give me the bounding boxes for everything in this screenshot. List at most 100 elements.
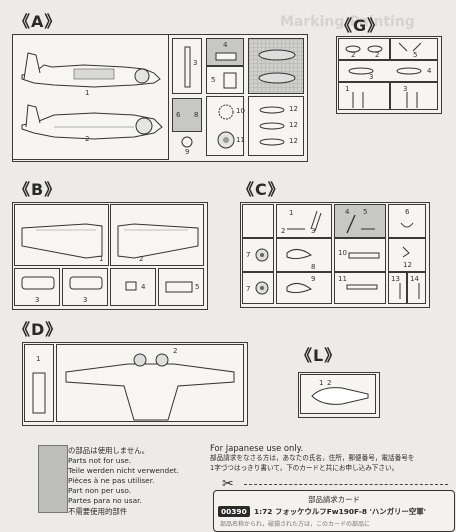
sprue-b-cell-1: 1 — [14, 204, 109, 266]
part-number: 12 — [289, 121, 298, 129]
part-number: 7 — [246, 251, 251, 259]
part-number: 8 — [194, 111, 199, 119]
part-number: 2 — [173, 347, 178, 355]
part-number: 5 — [195, 283, 200, 291]
parts-request-notice: For Japanese use only. 部品請求をなさる方は，あなたの氏名… — [210, 443, 454, 473]
legend-es: Partes para no usar. — [68, 496, 142, 506]
part-number: 9 — [185, 148, 190, 156]
part-number: 10 — [338, 249, 347, 257]
sprue-c-cell-blank — [242, 204, 274, 238]
card-title: 部品請求カード — [308, 495, 360, 504]
sprue-c-cell-11: 11 — [334, 272, 386, 304]
part-number: 3 — [311, 227, 316, 235]
part-number: 1 — [99, 255, 104, 263]
wheel-part — [217, 104, 235, 149]
legend-en: Parts not for use. — [68, 456, 132, 466]
notice-line-2: 部品請求をなさる方は，あなたの氏名，住所，郵便番号，電話番号を — [210, 454, 415, 462]
sprue-a-bombs-cell — [248, 38, 304, 94]
part-number: 2 — [351, 51, 356, 59]
part-number: 2 — [375, 51, 380, 59]
rocket-part — [345, 45, 383, 53]
legend-it: Part non per uso. — [68, 486, 132, 496]
fuselage-left-part — [21, 52, 161, 88]
sprue-b-cell-5: 5 — [158, 268, 204, 306]
sprue-a-fuselage-cell: 1 2 — [12, 34, 169, 160]
section-c-label: 《C》 — [238, 180, 285, 199]
part-number: 2 — [139, 255, 144, 263]
part-number: 11 — [338, 275, 347, 283]
bomb-part — [258, 49, 296, 84]
unused-parts-swatch — [38, 445, 68, 513]
sprue-c-cell-8a: 8 — [276, 238, 332, 272]
sprue-b-cell-2: 2 — [110, 204, 204, 266]
sprue-g-cell-1: 1 — [338, 82, 390, 110]
part-number: 6 — [405, 208, 410, 216]
sprue-g-cell-2: 2 2 — [338, 38, 390, 60]
section-b-label: 《B》 — [14, 180, 62, 199]
sprue-c-cell-7b: 7 — [242, 272, 274, 304]
part-number: 1 — [345, 85, 350, 93]
part-number: 14 — [410, 275, 419, 283]
part-number: 3 — [403, 85, 408, 93]
part-number: 5 — [413, 51, 418, 59]
part-number: 5 — [211, 76, 216, 84]
part-number: 4 — [427, 67, 432, 75]
part-number: 4 — [345, 208, 350, 216]
part-number: 2 — [327, 379, 332, 387]
wing-left-part — [21, 223, 103, 259]
sprue-b-cell-3a: 3 — [14, 268, 60, 306]
sprue-a-cell-12: 12 12 12 — [248, 96, 304, 156]
notice-line-3: 1字づつはっきり書いて，下のカードと共にお申し込み下さい。 — [210, 464, 399, 472]
part-number: 9 — [311, 275, 316, 283]
part-number: 12 — [289, 137, 298, 145]
section-d-label: 《D》 — [14, 320, 63, 339]
cut-line — [244, 484, 448, 485]
legend-jp: の部品は使用しません。 — [68, 446, 150, 455]
part-number: 4 — [141, 283, 146, 291]
fuselage-right-part — [21, 104, 163, 140]
part-number: 1 — [36, 355, 41, 363]
product-name: 1:72 フォッケウルフFw190F-8 'ハンガリー空軍' — [254, 507, 426, 516]
sprue-a-cell-10-11: 10 11 — [206, 96, 245, 156]
sprue-a-cell-9: 9 — [172, 134, 202, 156]
part-number: 12 — [403, 261, 412, 269]
sprue-g-cell-3-4: 3 4 — [338, 60, 438, 82]
part-number: 6 — [176, 111, 181, 119]
part-number: 2 — [85, 135, 90, 143]
sprue-a-cell-4: 4 — [206, 38, 244, 66]
sprue-c-cell-1-3: 1 2 3 — [276, 204, 332, 238]
part-number: 13 — [391, 275, 400, 283]
parts-request-card: 部品請求カード 00390 1:72 フォッケウルフFw190F-8 'ハンガリ… — [213, 490, 455, 532]
part-number: 12 — [289, 105, 298, 113]
section-g-label: 《G》 — [336, 16, 385, 35]
sprue-g-cell-3b: 3 — [390, 82, 438, 110]
sprue-a-cell-3: 3 — [172, 38, 202, 94]
sprue-c-cell-14: 14 — [407, 272, 426, 304]
sprue-g-cell-5: 5 — [390, 38, 438, 60]
sprue-a-cell-5: 5 — [206, 66, 244, 94]
strut-part — [184, 46, 191, 88]
sprue-d-cell-2: 2 — [56, 344, 244, 422]
section-a-label: 《A》 — [14, 12, 62, 31]
scissors-icon: ✂ — [222, 476, 234, 492]
watermark: Marking Painting — [280, 14, 415, 30]
part-number: 3 — [35, 296, 40, 304]
part-number: 5 — [363, 208, 368, 216]
part-number: 7 — [246, 285, 251, 293]
product-code-badge: 00390 — [218, 506, 250, 517]
sprue-a-cell-6-8: 6 8 — [172, 98, 202, 132]
legend-fr: Pièces à ne pas utiliser. — [68, 476, 155, 486]
canopy-part — [311, 387, 369, 405]
part-number: 11 — [236, 136, 245, 144]
sprue-c-cell-9: 9 — [276, 272, 332, 304]
legend-de: Teile werden nicht verwendet. — [68, 466, 180, 476]
sprue-c-cell-6: 6 — [388, 204, 426, 238]
sprue-b-cell-4: 4 — [110, 268, 156, 306]
part-number: 2 — [281, 227, 286, 235]
part-number: 3 — [193, 59, 198, 67]
part-number: 8 — [311, 263, 316, 271]
lower-wing-part — [65, 353, 235, 421]
sprue-c-cell-4-5: 4 5 — [334, 204, 386, 238]
part-number: 10 — [236, 107, 245, 115]
part-number: 1 — [319, 379, 324, 387]
